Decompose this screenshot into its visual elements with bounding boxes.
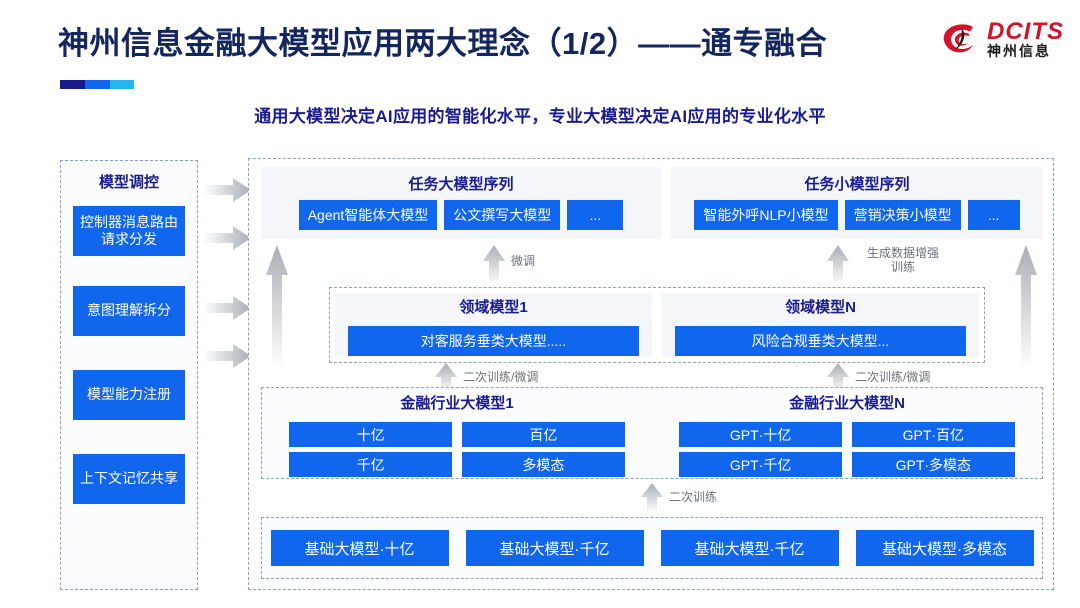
logo-cn-text: 神州信息 [987, 43, 1051, 59]
task-large-model-chips: Agent智能体大模型 公文撰写大模型 ... [298, 200, 624, 230]
chip-more-small[interactable]: ... [967, 200, 1020, 230]
domain-model-block: 领域模型1 对客服务垂类大模型..... 领域模型N 风险合规垂类大模型... [329, 287, 985, 363]
industry-model-block: 金融行业大模型1 十亿 百亿 千亿 多模态 金融行业大模型N GPT·十亿 GP… [261, 387, 1043, 479]
base-chip-1b[interactable]: 基础大模型·十亿 [270, 530, 449, 566]
up-arrow-icon-retrain-base [641, 483, 663, 513]
domain-model-1-bar[interactable]: 对客服务垂类大模型..... [347, 326, 640, 356]
task-large-model-panel: 任务大模型序列 Agent智能体大模型 公文撰写大模型 ... [261, 167, 661, 239]
cell-gpt-100b[interactable]: GPT·千亿 [679, 452, 842, 477]
up-arrow-icon-right-edge [1015, 245, 1037, 369]
base-chip-100b-a[interactable]: 基础大模型·千亿 [465, 530, 644, 566]
model-control-panel: 模型调控 控制器消息路由请求分发 意图理解拆分 模型能力注册 上下文记忆共享 [60, 160, 198, 590]
arrow-label-retrain: 二次训练 [669, 490, 718, 504]
cell-multimodal[interactable]: 多模态 [461, 452, 625, 477]
cell-gpt-1b[interactable]: GPT·十亿 [679, 422, 842, 447]
chip-agent-model[interactable]: Agent智能体大模型 [298, 200, 438, 230]
task-small-model-panel: 任务小模型序列 智能外呼NLP小模型 营销决策小模型 ... [671, 167, 1043, 239]
right-arrow-icon-4 [203, 344, 251, 368]
accent-bar [60, 80, 134, 89]
sidebar-item-controller-routing[interactable]: 控制器消息路由请求分发 [73, 206, 185, 256]
right-arrow-icon-1 [203, 178, 251, 202]
cell-10b[interactable]: 百亿 [461, 422, 625, 447]
industry-model-n: 金融行业大模型N GPT·十亿 GPT·百亿 GPT·千亿 GPT·多模态 [652, 388, 1042, 478]
chip-more-large[interactable]: ... [567, 200, 624, 230]
dcits-swirl-icon [940, 20, 980, 60]
cell-gpt-multimodal[interactable]: GPT·多模态 [851, 452, 1015, 477]
industry-model-1-cells: 十亿 百亿 千亿 多模态 [289, 422, 625, 477]
industry-model-n-title: 金融行业大模型N [789, 395, 905, 412]
arrow-label-retrain-finetune-left: 二次训练/微调 [463, 370, 539, 384]
arrow-label-retrain-finetune-right: 二次训练/微调 [855, 370, 931, 384]
task-small-model-chips: 智能外呼NLP小模型 营销决策小模型 ... [694, 200, 1020, 230]
cell-1b[interactable]: 十亿 [289, 422, 452, 447]
chip-outbound-nlp-model[interactable]: 智能外呼NLP小模型 [694, 200, 838, 230]
up-arrow-icon-gen-data [827, 245, 849, 285]
sidebar-item-context-memory[interactable]: 上下文记忆共享 [73, 454, 185, 504]
architecture-diagram: 微调 生成数据增强 训练 二次训练/微调 二次训练/微调 二次训练 任务大模型序… [248, 158, 1054, 590]
task-small-model-title: 任务小模型序列 [804, 176, 910, 193]
base-chip-100b-b[interactable]: 基础大模型·千亿 [660, 530, 839, 566]
domain-model-n-title: 领域模型N [785, 299, 856, 316]
cell-100b[interactable]: 千亿 [289, 452, 452, 477]
task-large-model-title: 任务大模型序列 [408, 176, 514, 193]
base-chip-multimodal[interactable]: 基础大模型·多模态 [855, 530, 1034, 566]
page-subtitle: 通用大模型决定AI应用的智能化水平，专业大模型决定AI应用的专业化水平 [254, 107, 826, 126]
chip-marketing-decision-model[interactable]: 营销决策小模型 [844, 200, 961, 230]
domain-model-1-title: 领域模型1 [459, 299, 528, 316]
up-arrow-icon-left-edge [266, 245, 288, 369]
arrow-label-gen-data-aug: 生成数据增强 训练 [866, 246, 939, 274]
right-arrow-icon-2 [203, 226, 251, 250]
up-arrow-icon-finetune [483, 245, 505, 285]
arrow-label-finetune: 微调 [511, 254, 536, 268]
industry-model-1-title: 金融行业大模型1 [400, 395, 514, 412]
model-control-title: 模型调控 [98, 174, 159, 191]
domain-model-1: 领域模型1 对客服务垂类大模型..... [335, 293, 652, 357]
cell-gpt-10b[interactable]: GPT·百亿 [851, 422, 1015, 447]
logo-en-text: DCITS [987, 18, 1064, 45]
domain-model-n-bar[interactable]: 风险合规垂类大模型... [674, 326, 967, 356]
right-arrow-icon-3 [203, 296, 251, 320]
base-model-block: 基础大模型·十亿 基础大模型·千亿 基础大模型·千亿 基础大模型·多模态 [261, 517, 1043, 579]
domain-model-n: 领域模型N 风险合规垂类大模型... [662, 293, 979, 357]
industry-model-n-cells: GPT·十亿 GPT·百亿 GPT·千亿 GPT·多模态 [679, 422, 1015, 477]
sidebar-item-intent-understanding[interactable]: 意图理解拆分 [73, 286, 185, 336]
page-title: 神州信息金融大模型应用两大理念（1/2）——通专融合 [58, 26, 828, 61]
up-arrow-icon-retrain-left [435, 363, 457, 393]
industry-model-1: 金融行业大模型1 十亿 百亿 千亿 多模态 [262, 388, 652, 478]
sidebar-item-capability-registry[interactable]: 模型能力注册 [73, 370, 185, 420]
up-arrow-icon-retrain-right [827, 363, 849, 393]
brand-logo: DCITS 神州信息 [940, 20, 1064, 60]
chip-document-writing-model[interactable]: 公文撰写大模型 [444, 200, 561, 230]
